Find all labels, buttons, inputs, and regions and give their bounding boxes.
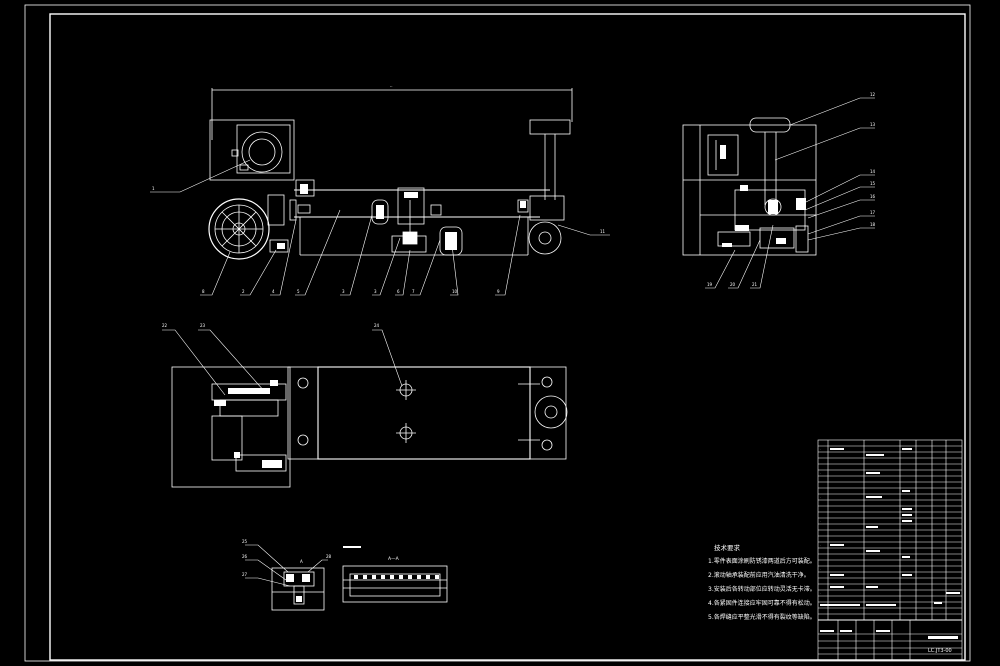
balloon-9: 9 <box>497 289 500 294</box>
balloon-25: 25 <box>242 539 248 544</box>
balloon-16: 16 <box>870 194 876 199</box>
detail-view-leaders <box>245 544 328 587</box>
technical-note-1: 1.零件表面涂刷防锈漆两道后方可装配。 <box>708 558 816 565</box>
balloon-23: 23 <box>200 323 206 328</box>
drawing-number: LC.JT3-00 <box>928 648 952 654</box>
balloon-21: 21 <box>752 282 758 287</box>
section-title: A—A <box>388 556 400 562</box>
balloon-2: 2 <box>242 289 245 294</box>
balloon-20: 20 <box>730 282 736 287</box>
front-overall-dim: ·· <box>390 84 393 89</box>
balloon-10: 10 <box>452 289 458 294</box>
side-view-balloons: 12 13 14 15 16 17 18 19 20 21 <box>707 92 876 287</box>
svg-text:·: · <box>820 519 821 523</box>
balloon-17: 17 <box>870 210 876 215</box>
balloon-27: 27 <box>242 572 248 577</box>
section-teeth <box>354 575 439 579</box>
balloon-6: 6 <box>397 289 400 294</box>
technical-note-4: 4.各紧固件连接应牢固可靠不得有松动。 <box>708 600 816 607</box>
front-view-leaders <box>150 159 610 296</box>
svg-text:·: · <box>820 567 821 571</box>
balloon-15: 15 <box>870 181 876 186</box>
balloon-28: 28 <box>326 554 332 559</box>
balloon-7: 7 <box>412 289 415 294</box>
balloon-26: 26 <box>242 554 248 559</box>
parts-list-row-numbers: · · · · · · · <box>820 447 821 595</box>
parts-list-fills <box>820 448 960 639</box>
technical-note-3: 3.安装后各转动部位应转动灵活无卡滞。 <box>708 586 816 593</box>
side-view <box>682 117 817 256</box>
balloon-3b: 3 <box>374 289 377 294</box>
svg-text:·: · <box>820 471 821 475</box>
top-view-balloons: 22 23 24 <box>162 323 380 328</box>
side-view-hatching <box>720 145 806 247</box>
technical-note-5: 5.各焊缝应平整光滑不得有裂纹等缺陷。 <box>708 614 816 621</box>
section-caption-bar <box>343 546 361 548</box>
top-view <box>171 366 568 488</box>
balloon-5: 5 <box>297 289 300 294</box>
front-view: ·· <box>208 84 573 260</box>
detail-view-balloons: 25 26 27 28 A <box>242 539 332 577</box>
side-view-leaders <box>705 97 875 289</box>
balloon-11: 11 <box>600 229 606 234</box>
svg-text:·: · <box>820 495 821 499</box>
balloon-1: 1 <box>152 186 155 191</box>
balloon-24: 24 <box>374 323 380 328</box>
technical-notes-title: 技术要求 <box>714 544 740 552</box>
drive-wheel <box>208 198 270 260</box>
parts-list <box>817 439 963 661</box>
section-view <box>342 565 448 603</box>
technical-note-2: 2.滚动轴承装配前应用汽油清洗干净。 <box>708 572 810 579</box>
balloon-19: 19 <box>707 282 713 287</box>
balloon-3a: 3 <box>342 289 345 294</box>
balloon-12: 12 <box>870 92 876 97</box>
sheet-border <box>24 4 971 662</box>
front-view-balloons: 1 8 2 4 5 3 3 6 7 10 9 11 <box>152 186 606 294</box>
balloon-22: 22 <box>162 323 168 328</box>
detail-view <box>271 567 325 611</box>
top-view-hatching <box>214 380 282 468</box>
svg-text:·: · <box>820 543 821 547</box>
balloon-18: 18 <box>870 222 876 227</box>
front-view-hatching <box>277 184 526 250</box>
technical-notes: 技术要求 1.零件表面涂刷防锈漆两道后方可装配。 2.滚动轴承装配前应用汽油清洗… <box>708 541 816 625</box>
detail-view-hatching <box>286 574 310 602</box>
balloon-14: 14 <box>870 169 876 174</box>
svg-text:·: · <box>820 591 821 595</box>
balloon-8: 8 <box>202 289 205 294</box>
svg-text:·: · <box>820 447 821 451</box>
detail-label: A <box>300 559 303 564</box>
top-view-leaders <box>162 329 403 396</box>
balloon-13: 13 <box>870 122 876 127</box>
balloon-4: 4 <box>272 289 275 294</box>
